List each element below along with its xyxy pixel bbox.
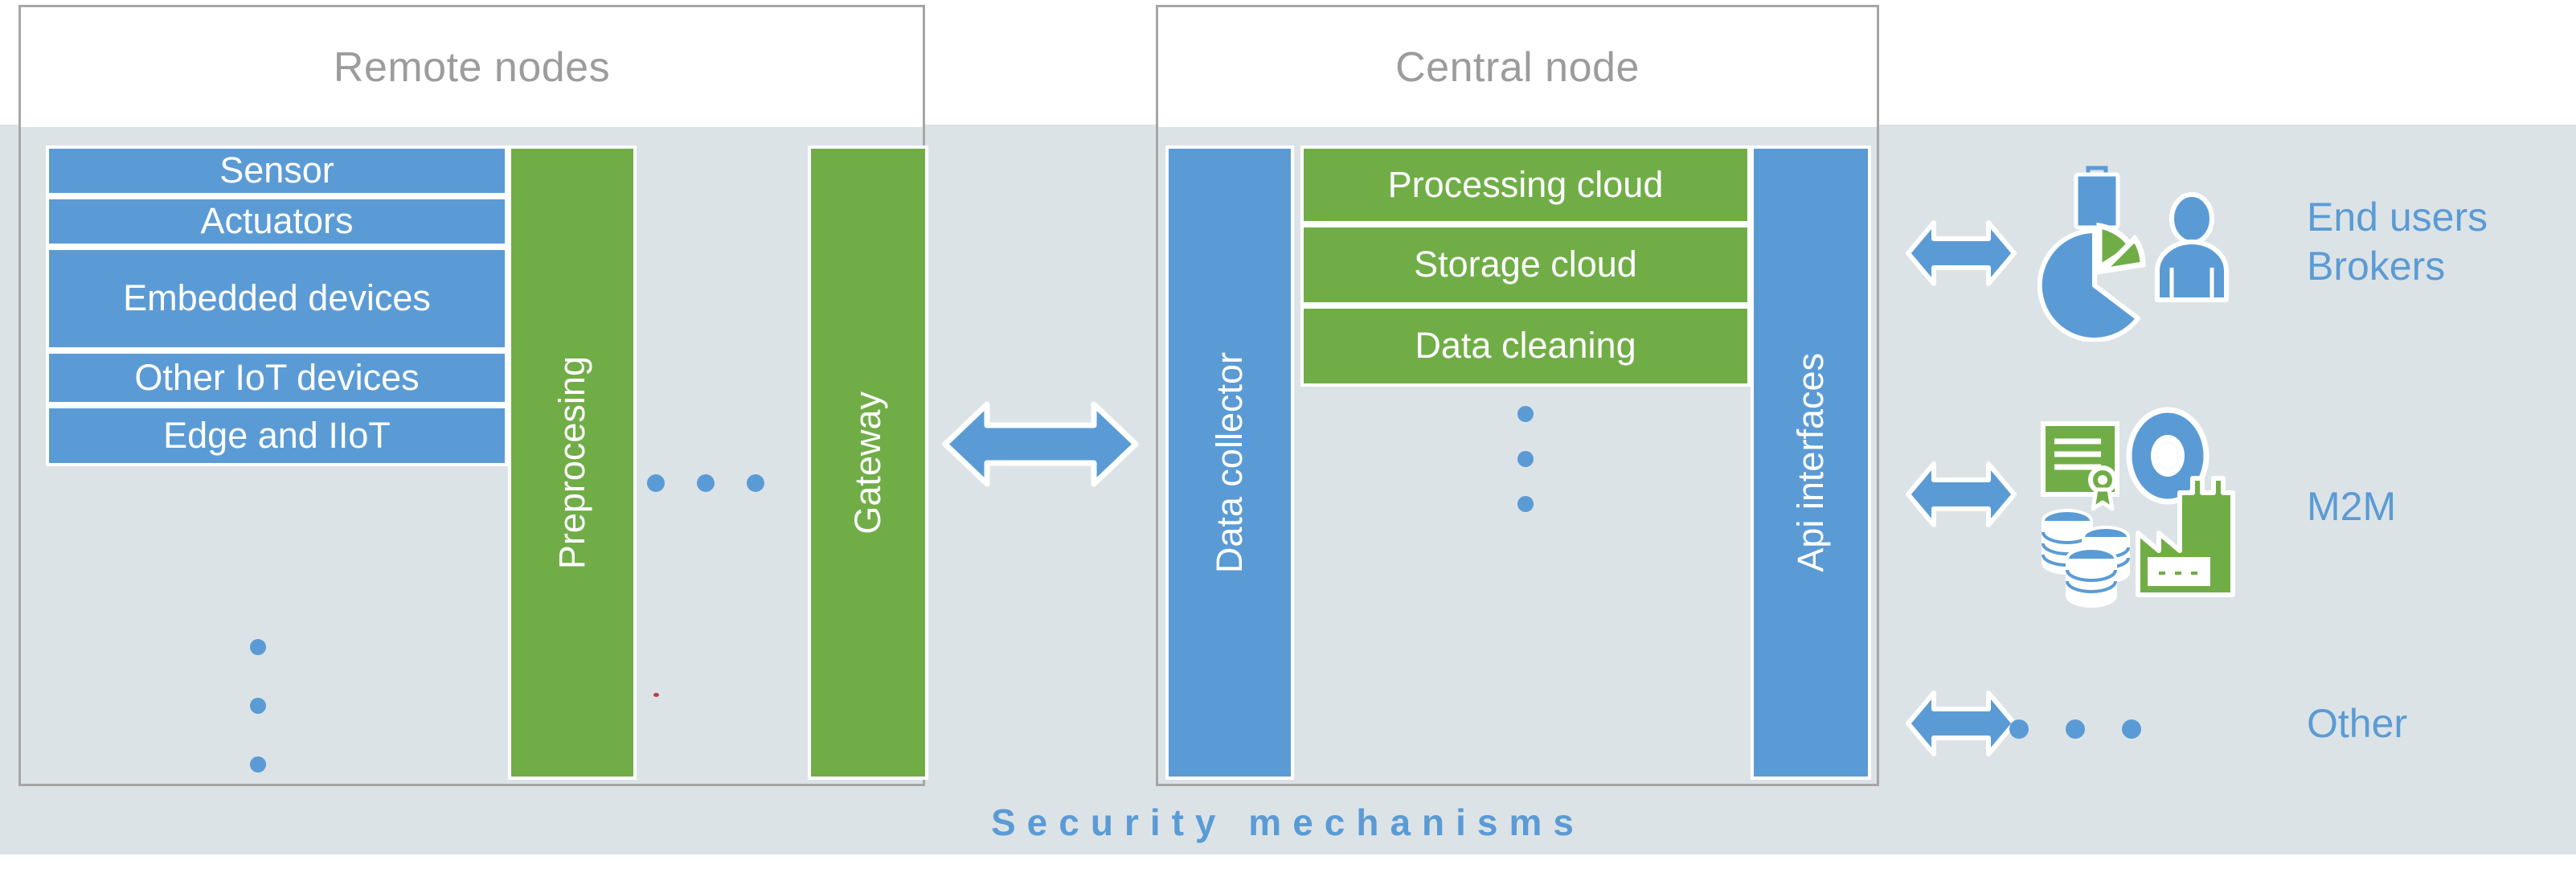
api-interfaces-block[interactable]: Api interfaces bbox=[1751, 145, 1871, 780]
security-mechanisms-label: Security mechanisms bbox=[990, 801, 1585, 843]
remote-node-frame: Remote nodes bbox=[18, 5, 925, 786]
bidirectional-arrow-icon bbox=[1906, 461, 2017, 527]
central-node-title: Central node bbox=[1395, 43, 1640, 91]
dot bbox=[747, 474, 764, 492]
bidirectional-arrow-icon bbox=[942, 401, 1139, 487]
device-label: Other IoT devices bbox=[134, 356, 420, 398]
gateway-label: Gateway bbox=[846, 391, 888, 535]
dot bbox=[647, 474, 665, 492]
dot bbox=[1517, 451, 1534, 467]
service-label: Processing cloud bbox=[1387, 163, 1664, 205]
service-list-ellipsis-icon bbox=[1517, 406, 1534, 541]
dot bbox=[2122, 719, 2141, 739]
dot bbox=[250, 756, 266, 772]
disc-icon bbox=[2126, 407, 2209, 505]
consumer-label-m2m: M2M bbox=[2307, 482, 2396, 531]
dot bbox=[1517, 406, 1534, 422]
dot bbox=[250, 639, 266, 655]
dot bbox=[697, 474, 715, 492]
preprocessing-label: Preprocesing bbox=[551, 355, 592, 570]
data-collector-label: Data collector bbox=[1208, 351, 1250, 574]
device-block-embedded-devices[interactable]: Embedded devices bbox=[46, 247, 508, 350]
end-users-icon-cluster bbox=[2037, 166, 2229, 342]
consumer-label-line: Other bbox=[2307, 701, 2408, 746]
central-node-titlebar: Central node bbox=[1158, 7, 1877, 127]
briefcase-icon bbox=[2074, 166, 2120, 230]
device-label: Edge and IIoT bbox=[163, 414, 391, 456]
dot bbox=[250, 698, 266, 714]
other-consumers-ellipsis-icon bbox=[2009, 719, 2141, 739]
bidirectional-arrow-icon bbox=[1906, 220, 2017, 286]
remote-node-titlebar: Remote nodes bbox=[21, 7, 923, 127]
consumer-label-line: End users bbox=[2307, 195, 2488, 240]
certificate-icon bbox=[2041, 421, 2119, 511]
service-label: Data cleaning bbox=[1415, 325, 1636, 367]
api-interfaces-label: Api interfaces bbox=[1789, 353, 1831, 572]
gateway-block[interactable]: Gateway bbox=[808, 145, 928, 780]
factory-icon bbox=[2136, 476, 2235, 597]
device-list-ellipsis-icon bbox=[250, 639, 266, 815]
coin-stack-icon bbox=[2042, 509, 2130, 608]
consumer-label-line: M2M bbox=[2307, 484, 2397, 529]
device-block-other-iot-devices[interactable]: Other IoT devices bbox=[46, 350, 508, 405]
service-block-processing-cloud[interactable]: Processing cloud bbox=[1300, 145, 1751, 224]
dot bbox=[2066, 719, 2085, 739]
remote-pipeline-ellipsis-icon bbox=[647, 474, 764, 492]
central-node-frame: Central node bbox=[1156, 5, 1879, 786]
service-block-storage-cloud[interactable]: Storage cloud bbox=[1300, 224, 1751, 305]
service-block-data-cleaning[interactable]: Data cleaning bbox=[1300, 305, 1751, 387]
consumer-label-end-users-brokers: End users Brokers bbox=[2307, 193, 2488, 291]
dot bbox=[2009, 719, 2029, 739]
remote-node-title: Remote nodes bbox=[333, 43, 611, 91]
data-collector-block[interactable]: Data collector bbox=[1165, 145, 1294, 780]
service-label: Storage cloud bbox=[1414, 244, 1637, 285]
device-block-actuators[interactable]: Actuators bbox=[46, 196, 508, 247]
device-label: Embedded devices bbox=[123, 277, 431, 319]
device-block-sensor[interactable]: Sensor bbox=[46, 145, 508, 196]
preprocessing-block[interactable]: Preprocesing bbox=[508, 145, 637, 780]
device-block-edge-and-iiot[interactable]: Edge and IIoT bbox=[46, 405, 508, 466]
person-icon bbox=[2155, 192, 2229, 302]
m2m-icon-cluster bbox=[2041, 407, 2235, 608]
dot bbox=[1517, 496, 1534, 512]
bidirectional-arrow-icon bbox=[1906, 691, 2017, 756]
device-label: Sensor bbox=[219, 150, 334, 191]
red-speck-artifact bbox=[653, 693, 659, 697]
device-label: Actuators bbox=[200, 200, 354, 242]
consumer-label-other: Other bbox=[2307, 699, 2407, 748]
pie-chart-icon bbox=[2037, 222, 2146, 342]
consumer-label-line: Brokers bbox=[2307, 244, 2446, 289]
